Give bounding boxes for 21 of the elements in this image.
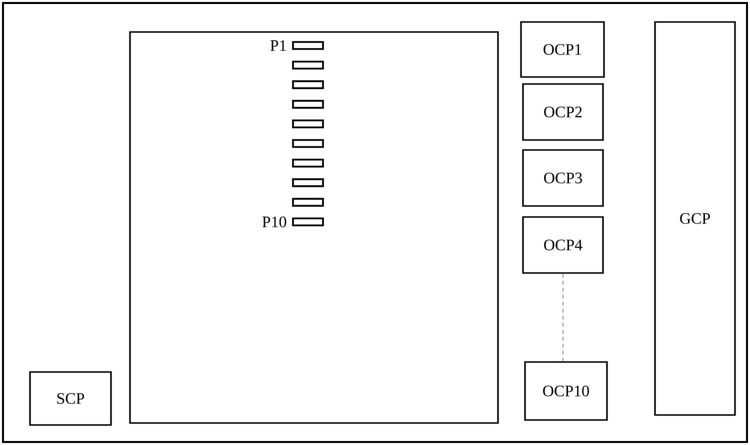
label-box: GCP — [654, 21, 736, 416]
pad — [292, 178, 324, 188]
pad — [292, 120, 324, 128]
label-box: OCP4 — [522, 216, 604, 274]
pad — [292, 158, 324, 168]
pad — [292, 139, 324, 148]
label-box: OCP10 — [524, 361, 608, 421]
connector-line — [562, 273, 564, 362]
pad — [292, 80, 324, 90]
label-box: OCP3 — [522, 149, 604, 207]
pad — [292, 41, 324, 50]
pad — [292, 100, 324, 109]
pin-label: P1 — [270, 40, 286, 51]
pad — [292, 60, 324, 70]
label-box: OCP2 — [522, 83, 604, 141]
pin-label: P10 — [262, 216, 286, 228]
pad — [292, 218, 324, 226]
label-box: SCP — [29, 371, 112, 426]
label-box: OCP1 — [520, 21, 605, 78]
chip-square — [129, 31, 499, 424]
pad — [292, 198, 324, 207]
